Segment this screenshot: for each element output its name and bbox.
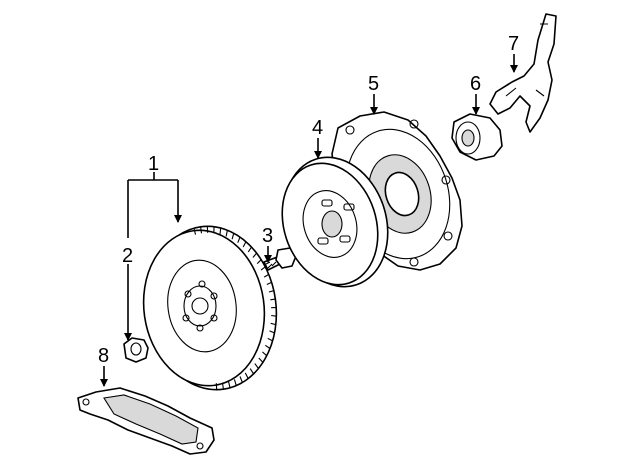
flywheel-tooth <box>267 337 273 342</box>
flywheel-tooth <box>262 351 268 357</box>
flywheel-tooth <box>260 266 266 271</box>
flywheel-nut <box>123 337 149 363</box>
flywheel-tooth <box>221 382 224 390</box>
flywheel-tooth <box>247 246 252 253</box>
flywheel-tooth <box>242 241 247 248</box>
flywheel-tooth <box>258 357 264 363</box>
release-fork <box>489 13 557 133</box>
flywheel-tooth <box>256 259 262 264</box>
flywheel-tooth <box>239 376 243 383</box>
callout-7: 7 <box>508 33 519 55</box>
leader-lines <box>100 54 518 387</box>
callout-3: 3 <box>262 225 273 247</box>
flywheel-tooth <box>200 226 203 234</box>
flywheel-tooth <box>231 233 235 240</box>
flywheel-tooth <box>266 281 272 286</box>
flywheel-tooth <box>227 381 231 388</box>
flywheel-tooth <box>193 228 197 235</box>
callout-8: 8 <box>98 345 109 367</box>
flywheel-tooth <box>269 330 275 334</box>
flywheel-tooth <box>271 314 277 317</box>
flywheel-tooth <box>219 227 222 235</box>
flywheel-tooth <box>264 344 271 349</box>
flywheel-tooth <box>254 363 259 369</box>
flywheel-tooth <box>237 236 241 243</box>
flywheel <box>142 225 278 391</box>
callout-5: 5 <box>368 73 379 95</box>
flywheel-tooth <box>244 372 249 379</box>
callout-6: 6 <box>470 73 481 95</box>
callout-1: 1 <box>148 153 159 175</box>
flywheel-tooth <box>252 252 258 258</box>
callout-4: 4 <box>312 117 323 139</box>
flywheel-bolt <box>263 247 297 271</box>
flywheel-tooth <box>263 273 269 278</box>
flywheel-tooth <box>268 290 274 293</box>
callout-labels: 1 2 3 4 5 6 7 8 <box>98 33 519 367</box>
callout-2: 2 <box>122 245 133 267</box>
clutch-disc <box>281 156 389 288</box>
flywheel-tooth <box>225 230 228 237</box>
release-bearing <box>451 113 503 161</box>
bottom-cover-plate <box>77 387 215 455</box>
flywheel-tooth <box>270 298 276 301</box>
flywheel-tooth <box>233 379 237 386</box>
flywheel-tooth <box>249 368 255 375</box>
flywheel-tooth <box>270 322 276 326</box>
